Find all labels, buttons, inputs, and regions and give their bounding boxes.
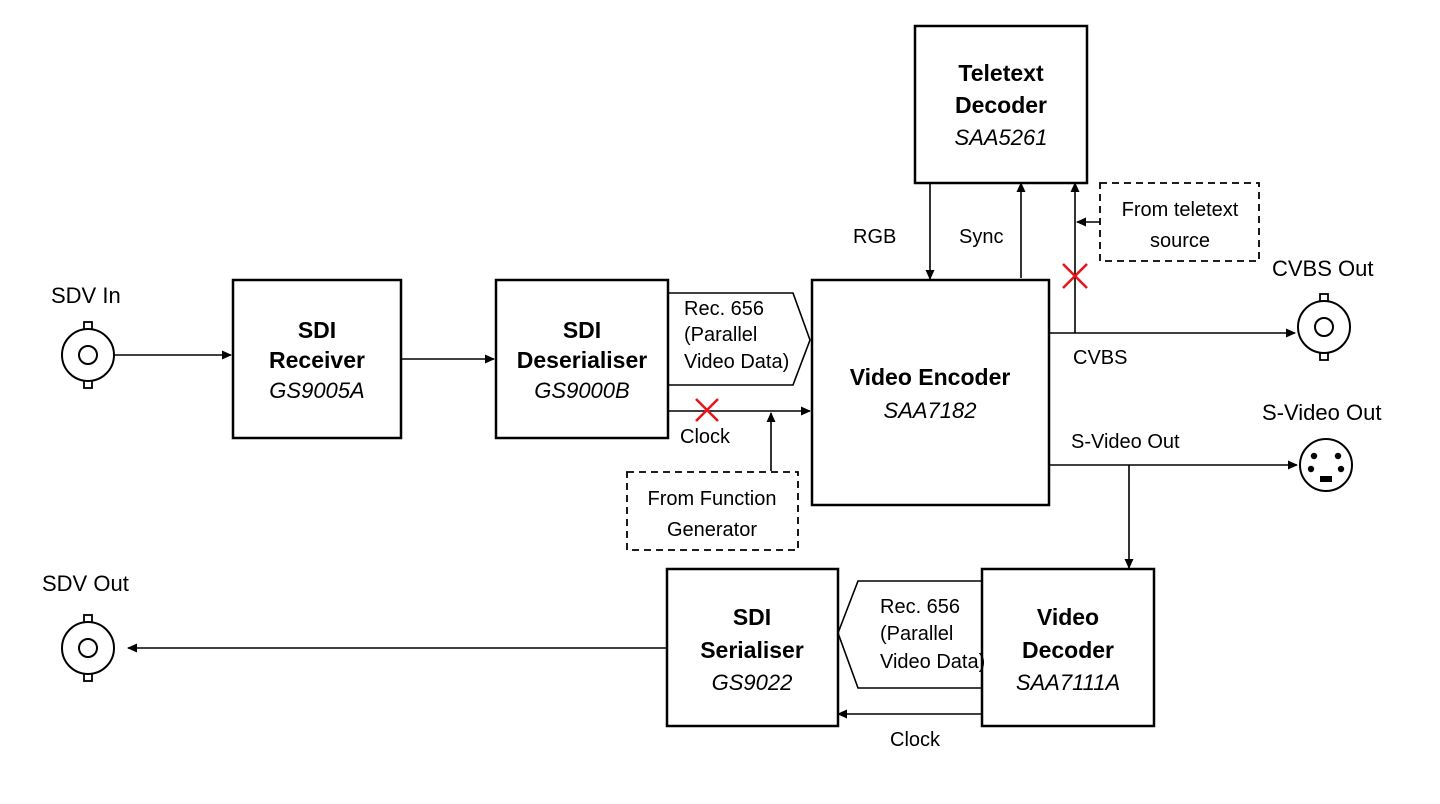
function-generator-line-1: From Function [648, 488, 777, 510]
teletext-decoder-part: SAA5261 [955, 125, 1048, 150]
sdi-serialiser-title-1: SDI [733, 604, 771, 630]
rec656-bottom-line-2: (Parallel [880, 623, 953, 645]
rec656-bottom-line-1: Rec. 656 [880, 596, 960, 618]
rgb-label: RGB [853, 226, 896, 248]
teletext-decoder-title-1: Teletext [958, 60, 1044, 86]
sdi-receiver-title-2: Receiver [269, 347, 365, 373]
sdi-deserialiser-part: GS9000B [534, 378, 629, 403]
sdi-receiver-title-1: SDI [298, 317, 336, 343]
sdv-out-connector [61, 614, 115, 682]
sdv-in-connector [61, 321, 115, 389]
teletext-decoder-title-2: Decoder [955, 92, 1047, 118]
rec656-top-line-2: (Parallel [684, 324, 757, 346]
video-encoder-title: Video Encoder [850, 364, 1011, 390]
rec656-top-line-3: Video Data) [684, 351, 789, 373]
clock-top-label: Clock [680, 426, 731, 448]
video-decoder-title-2: Decoder [1022, 637, 1114, 663]
sdv-out-label: SDV Out [42, 571, 129, 596]
function-generator-source: From Function Generator [626, 471, 799, 551]
sdi-receiver-block: SDI Receiver GS9005A [231, 278, 403, 440]
teletext-source-line-2: source [1150, 230, 1210, 252]
cvbs-out-label: CVBS Out [1272, 256, 1373, 281]
sdi-deserialiser-title-2: Deserialiser [517, 347, 647, 373]
teletext-disconnect-mark [1062, 263, 1088, 289]
sdi-deserialiser-title-1: SDI [563, 317, 601, 343]
rec656-top-line-1: Rec. 656 [684, 298, 764, 320]
clock-bottom-label: Clock [890, 729, 941, 751]
svideo-label: S-Video Out [1071, 431, 1180, 453]
function-generator-line-2: Generator [667, 519, 757, 541]
sdi-serialiser-block: SDI Serialiser GS9022 [665, 567, 840, 728]
video-decoder-block: Video Decoder SAA7111A [980, 567, 1156, 728]
video-encoder-part: SAA7182 [884, 398, 977, 423]
sdi-serialiser-part: GS9022 [712, 670, 793, 695]
sdi-serialiser-title-2: Serialiser [700, 637, 804, 663]
sdv-in-label: SDV In [51, 283, 121, 308]
sdi-receiver-part: GS9005A [269, 378, 364, 403]
sdi-deserialiser-block: SDI Deserialiser GS9000B [494, 278, 670, 440]
video-decoder-title-1: Video [1037, 604, 1099, 630]
sync-label: Sync [959, 226, 1003, 248]
clock-top-disconnect-mark [695, 398, 719, 422]
teletext-decoder-block: Teletext Decoder SAA5261 [913, 24, 1089, 185]
svideo-out-label: S-Video Out [1262, 400, 1381, 425]
teletext-source-line-1: From teletext [1122, 199, 1239, 221]
cvbs-out-connector [1297, 293, 1351, 361]
video-decoder-part: SAA7111A [1016, 670, 1120, 695]
cvbs-label: CVBS [1073, 347, 1127, 369]
teletext-source: From teletext source [1099, 182, 1260, 262]
svideo-out-connector [1299, 438, 1353, 492]
bus-rec656-top [668, 292, 811, 386]
video-encoder-block: Video Encoder SAA7182 [810, 278, 1051, 507]
rec656-bottom-line-3: Video Data) [880, 651, 985, 673]
